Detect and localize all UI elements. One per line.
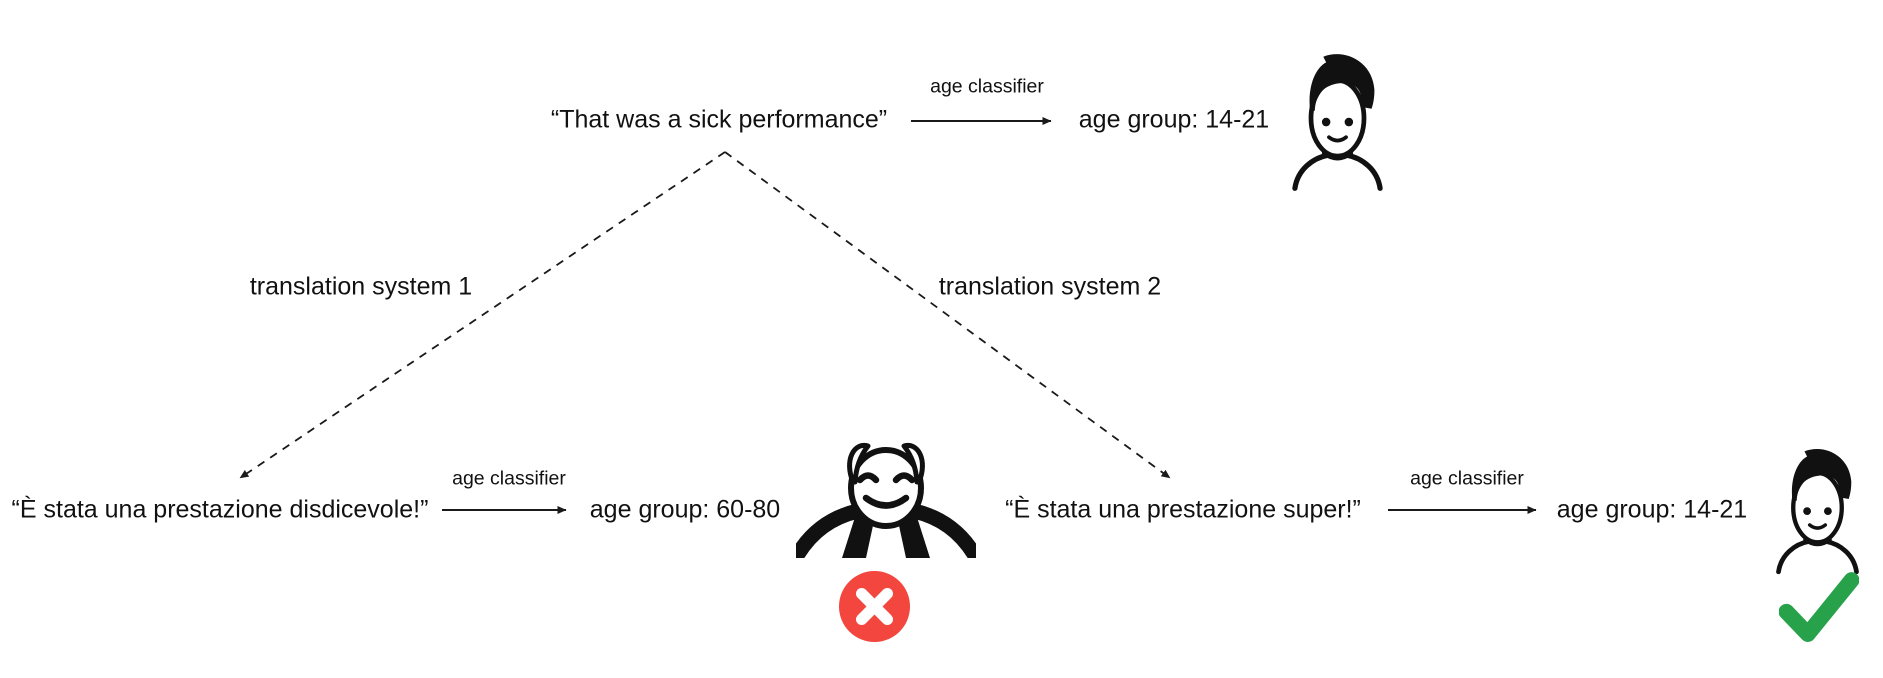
right-classifier-label: age classifier xyxy=(1410,467,1524,490)
right-translated-sentence: “È stata una prestazione super!” xyxy=(1005,495,1361,524)
translation-system-1-label: translation system 1 xyxy=(249,272,473,301)
translation-system-2-label: translation system 2 xyxy=(938,272,1162,301)
check-icon xyxy=(1779,572,1859,644)
source-classifier-label: age classifier xyxy=(930,75,1044,98)
right-age-group: age group: 14-21 xyxy=(1556,495,1748,524)
young-person-icon xyxy=(1290,52,1385,194)
source-age-group: age group: 14-21 xyxy=(1078,105,1270,134)
translation-system-1-arrow xyxy=(239,151,726,479)
cross-icon xyxy=(838,570,911,643)
left-age-group: age group: 60-80 xyxy=(589,495,781,524)
translation-system-2-arrow xyxy=(724,151,1171,479)
left-translated-sentence: “È stata una prestazione disdicevole!” xyxy=(11,495,429,524)
old-man-icon xyxy=(796,436,976,558)
left-classifier-label: age classifier xyxy=(452,467,566,490)
source-sentence: “That was a sick performance” xyxy=(550,105,888,134)
young-person-icon xyxy=(1774,447,1861,577)
